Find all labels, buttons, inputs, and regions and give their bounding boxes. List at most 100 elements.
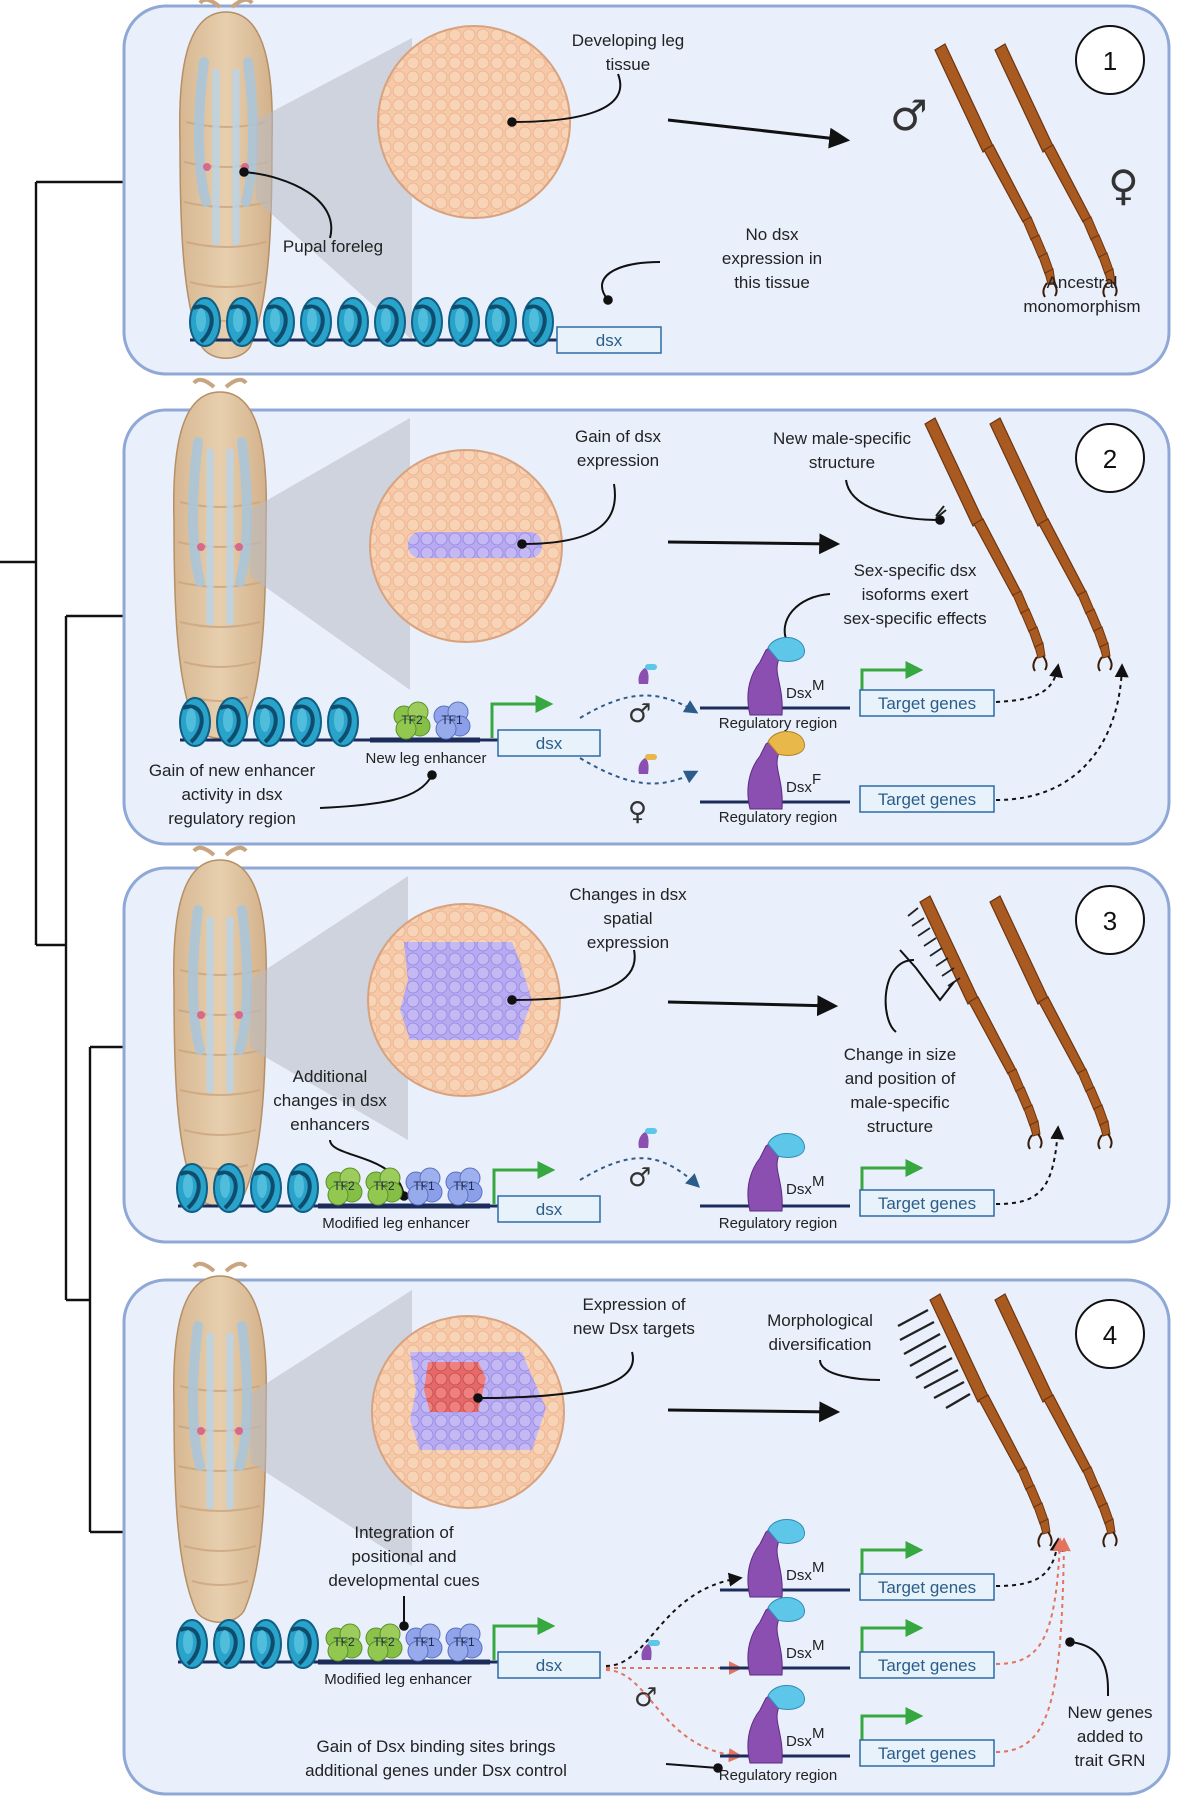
svg-text:Developing leg: Developing leg <box>572 31 684 50</box>
svg-text:♂: ♂ <box>628 1163 651 1193</box>
svg-text:developmental cues: developmental cues <box>328 1571 479 1590</box>
svg-text:♀: ♀ <box>628 797 647 827</box>
phylogeny-tree <box>0 180 124 1534</box>
svg-text:TF2: TF2 <box>333 1635 355 1649</box>
svg-text:M: M <box>812 677 825 694</box>
svg-text:tissue: tissue <box>606 55 650 74</box>
svg-text:TF2: TF2 <box>373 1179 395 1193</box>
svg-text:Target genes: Target genes <box>878 790 976 809</box>
svg-text:TF1: TF1 <box>453 1179 475 1193</box>
svg-text:Additional: Additional <box>293 1067 368 1086</box>
svg-text:changes in dsx: changes in dsx <box>273 1091 387 1110</box>
svg-text:Dsx: Dsx <box>786 1733 812 1750</box>
svg-text:Dsx: Dsx <box>786 1567 812 1584</box>
svg-text:diversification: diversification <box>769 1335 872 1354</box>
svg-text:♂: ♂ <box>634 1683 657 1713</box>
svg-text:No dsx: No dsx <box>746 225 799 244</box>
svg-text:Target genes: Target genes <box>878 1194 976 1213</box>
svg-text:positional and: positional and <box>352 1547 457 1566</box>
svg-text:isoforms exert: isoforms exert <box>862 585 969 604</box>
svg-text:dsx: dsx <box>536 734 563 753</box>
panel-3: Changes in dsx spatial expression 3 Chan… <box>122 848 1171 1244</box>
svg-text:activity in dsx: activity in dsx <box>181 785 283 804</box>
svg-text:Gain of new enhancer: Gain of new enhancer <box>149 761 316 780</box>
svg-text:additional genes under Dsx con: additional genes under Dsx control <box>305 1761 567 1780</box>
svg-text:Regulatory region: Regulatory region <box>719 809 837 826</box>
svg-text:expression: expression <box>577 451 659 470</box>
svg-text:Dsx: Dsx <box>786 779 812 796</box>
svg-text:Gain of dsx: Gain of dsx <box>575 427 661 446</box>
svg-text:TF1: TF1 <box>413 1179 435 1193</box>
panel-2: Gain of dsx expression 2 New male-specif… <box>122 380 1171 846</box>
svg-text:♂: ♂ <box>628 699 651 729</box>
svg-text:new Dsx targets: new Dsx targets <box>573 1319 695 1338</box>
svg-text:Change in size: Change in size <box>844 1045 956 1064</box>
male-symbol-icon: ♂ <box>890 91 928 140</box>
svg-text:Morphological: Morphological <box>767 1311 873 1330</box>
svg-text:Dsx: Dsx <box>786 1645 812 1662</box>
svg-text:Target genes: Target genes <box>878 694 976 713</box>
svg-text:added to: added to <box>1077 1727 1143 1746</box>
svg-text:M: M <box>812 1173 825 1190</box>
svg-text:expression in: expression in <box>722 249 822 268</box>
svg-text:structure: structure <box>867 1117 933 1136</box>
svg-text:Gain of Dsx binding sites brin: Gain of Dsx binding sites brings <box>316 1737 555 1756</box>
svg-text:M: M <box>812 1637 825 1654</box>
svg-text:Changes in dsx: Changes in dsx <box>569 885 687 904</box>
svg-text:Dsx: Dsx <box>786 1181 812 1198</box>
leg-tissue-circle <box>377 25 571 219</box>
svg-text:male-specific: male-specific <box>850 1093 950 1112</box>
svg-text:expression: expression <box>587 933 669 952</box>
svg-text:structure: structure <box>809 453 875 472</box>
svg-text:regulatory region: regulatory region <box>168 809 296 828</box>
svg-text:Ancestral: Ancestral <box>1047 273 1118 292</box>
panel-1: Developing leg tissue Pupal foreleg 1 ♂ … <box>122 0 1171 376</box>
svg-text:2: 2 <box>1103 444 1117 474</box>
svg-text:trait GRN: trait GRN <box>1075 1751 1146 1770</box>
svg-text:Integration of: Integration of <box>354 1523 454 1542</box>
svg-text:spatial: spatial <box>603 909 652 928</box>
svg-text:monomorphism: monomorphism <box>1023 297 1140 316</box>
svg-text:Target genes: Target genes <box>878 1656 976 1675</box>
svg-text:TF1: TF1 <box>441 713 463 727</box>
svg-text:M: M <box>812 1725 825 1742</box>
svg-text:Regulatory region: Regulatory region <box>719 715 837 732</box>
chromatin-icon <box>188 296 560 348</box>
svg-text:enhancers: enhancers <box>290 1115 369 1134</box>
svg-text:New male-specific: New male-specific <box>773 429 911 448</box>
panel-number: 1 <box>1103 46 1117 76</box>
panel-4: Expression of new Dsx targets 4 Morpholo… <box>122 1264 1171 1796</box>
svg-text:F: F <box>812 771 821 788</box>
svg-text:and position of: and position of <box>845 1069 956 1088</box>
pupal-foreleg-label: Pupal foreleg <box>283 237 383 256</box>
svg-text:Modified leg enhancer: Modified leg enhancer <box>324 1671 472 1688</box>
svg-text:M: M <box>812 1559 825 1576</box>
svg-text:TF2: TF2 <box>401 713 423 727</box>
svg-text:dsx: dsx <box>536 1200 563 1219</box>
svg-text:this tissue: this tissue <box>734 273 810 292</box>
svg-text:3: 3 <box>1103 906 1117 936</box>
svg-text:sex-specific effects: sex-specific effects <box>843 609 986 628</box>
svg-text:dsx: dsx <box>536 1656 563 1675</box>
svg-text:Regulatory region: Regulatory region <box>719 1215 837 1232</box>
svg-text:TF1: TF1 <box>453 1635 475 1649</box>
svg-text:Sex-specific dsx: Sex-specific dsx <box>854 561 977 580</box>
svg-text:TF2: TF2 <box>373 1635 395 1649</box>
chromatin-icon <box>178 696 498 748</box>
svg-text:Target genes: Target genes <box>878 1578 976 1597</box>
svg-text:New genes: New genes <box>1067 1703 1152 1722</box>
svg-text:Target genes: Target genes <box>878 1744 976 1763</box>
chromatin-icon <box>175 1618 500 1670</box>
svg-text:Regulatory region: Regulatory region <box>719 1767 837 1784</box>
svg-text:Modified leg enhancer: Modified leg enhancer <box>322 1215 470 1232</box>
svg-text:TF2: TF2 <box>333 1179 355 1193</box>
female-symbol-icon: ♀ <box>1108 161 1139 210</box>
chromatin-icon <box>175 1162 500 1214</box>
svg-text:4: 4 <box>1103 1320 1117 1350</box>
svg-text:New leg enhancer: New leg enhancer <box>366 750 487 767</box>
svg-text:Dsx: Dsx <box>786 685 812 702</box>
svg-text:TF1: TF1 <box>413 1635 435 1649</box>
svg-text:Expression of: Expression of <box>583 1295 686 1314</box>
svg-text:dsx: dsx <box>596 331 623 350</box>
